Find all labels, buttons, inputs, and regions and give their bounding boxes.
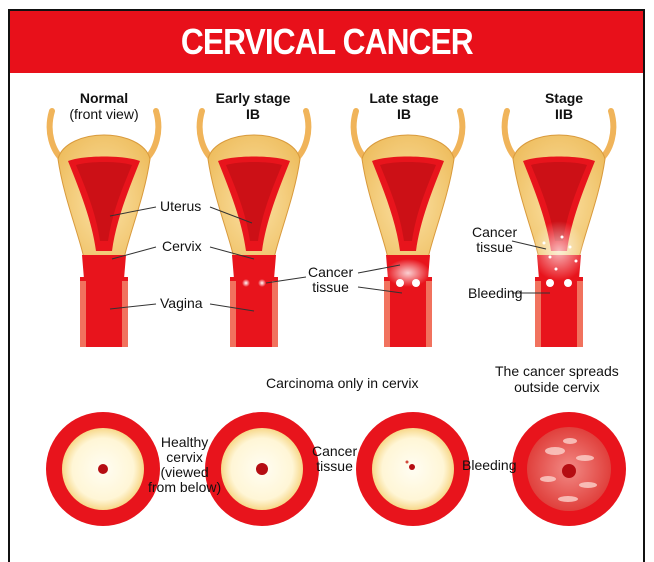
label-cancer-tissue-bottom-line1: Cancer [312, 444, 357, 459]
label-cancer-tissue-late-line2: tissue [308, 280, 353, 295]
label-bleeding-bottom: Bleeding [462, 458, 517, 473]
label-healthy-line2: cervix [148, 450, 221, 465]
label-cervix: Cervix [162, 239, 202, 254]
organ-late-stage [354, 111, 463, 347]
caption-spreads: The cancer spreads outside cervix [495, 363, 619, 395]
diagram-frame: CERVICAL CANCER Normal (front view) Earl… [8, 9, 645, 562]
label-healthy-line4: from below) [148, 480, 221, 495]
label-cancer-tissue-iib: Cancer tissue [472, 225, 517, 255]
label-uterus: Uterus [160, 199, 201, 214]
label-healthy-cervix: Healthy cervix (viewed from below) [148, 435, 221, 495]
label-healthy-line1: Healthy [148, 435, 221, 450]
label-cancer-tissue-iib-line1: Cancer [472, 225, 517, 240]
label-bleeding: Bleeding [468, 286, 523, 301]
caption-spreads-line2: outside cervix [495, 379, 619, 395]
organ-normal [50, 111, 159, 347]
cervix-view-late [356, 412, 470, 526]
caption-carcinoma: Carcinoma only in cervix [266, 375, 419, 391]
cervix-view-stage-iib [512, 412, 626, 526]
organ-stage-iib [505, 111, 614, 347]
label-cancer-tissue-bottom: Cancer tissue [312, 444, 357, 474]
caption-spreads-line1: The cancer spreads [495, 363, 619, 379]
organ-early-stage [200, 111, 309, 347]
label-vagina: Vagina [160, 296, 203, 311]
label-healthy-line3: (viewed [148, 465, 221, 480]
label-cancer-tissue-late-line1: Cancer [308, 265, 353, 280]
cervix-view-healthy [46, 412, 160, 526]
label-cancer-tissue-late: Cancer tissue [308, 265, 353, 295]
cervix-view-early [205, 412, 319, 526]
label-cancer-tissue-iib-line2: tissue [472, 240, 517, 255]
label-cancer-tissue-bottom-line2: tissue [312, 459, 357, 474]
